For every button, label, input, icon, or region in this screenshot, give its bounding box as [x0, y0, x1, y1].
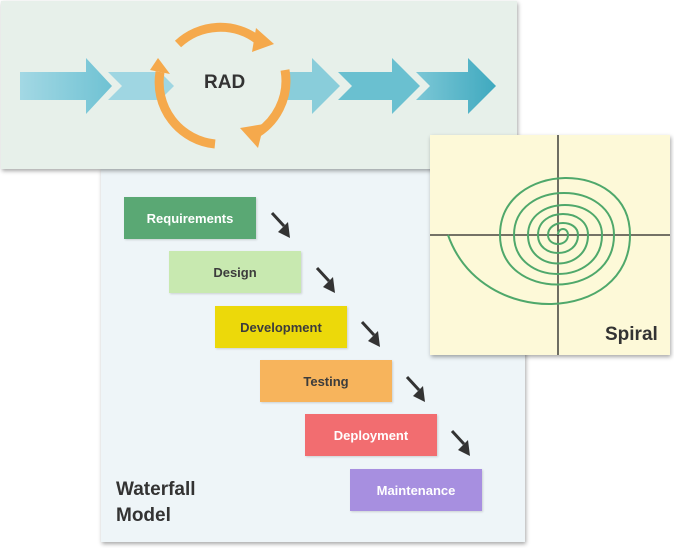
step-label: Maintenance: [376, 482, 456, 498]
cycle-arrow-icon: [154, 71, 216, 149]
chevron-arrow-icon: [285, 58, 340, 114]
step-label: Requirements: [146, 210, 234, 226]
step-label: Deployment: [333, 427, 409, 443]
cycle-arrow-icon: [240, 124, 264, 148]
step-label: Design: [213, 264, 257, 280]
spiral-graphic: [430, 135, 670, 355]
rad-label: RAD: [204, 72, 246, 93]
chevron-arrow-icon: [20, 58, 112, 114]
waterfall-label: Waterfall Model: [116, 477, 236, 529]
chevron-arrow-icon: [338, 58, 420, 114]
waterfall-label-line1: Waterfall: [116, 479, 196, 500]
step-development: Development: [215, 306, 347, 348]
cycle-arrow-icon: [252, 28, 274, 52]
step-design: Design: [169, 251, 301, 293]
chevron-arrow-icon: [416, 58, 496, 114]
step-testing: Testing: [260, 360, 392, 402]
waterfall-label-line2: Model: [116, 505, 171, 526]
spiral-line: [447, 177, 632, 305]
cycle-arrow-icon: [150, 58, 170, 74]
step-label: Development: [240, 319, 322, 335]
cycle-arrow-icon: [174, 22, 261, 48]
step-deployment: Deployment: [305, 414, 437, 456]
step-requirements: Requirements: [124, 197, 256, 239]
spiral-label: Spiral: [605, 324, 658, 345]
step-maintenance: Maintenance: [350, 469, 482, 511]
step-label: Testing: [303, 373, 349, 389]
spiral-panel: [430, 135, 670, 355]
